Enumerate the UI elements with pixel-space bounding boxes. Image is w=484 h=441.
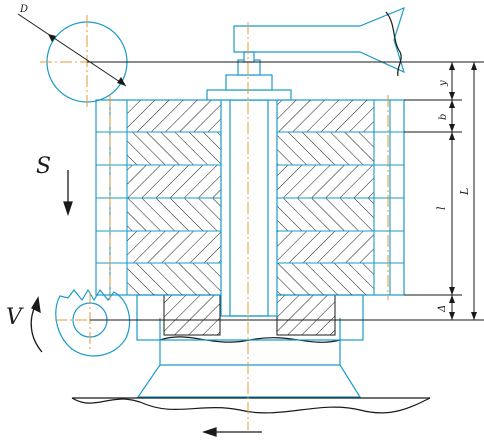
dimension-y-label: y [438,80,449,87]
dimension-lines [17,13,484,321]
table-motion-arrow [201,427,262,437]
rotation-arrow [30,296,43,353]
clamp-arm [233,6,405,77]
dimension-delta-label: Δ [437,305,448,313]
side-cutter [55,288,131,357]
feed-arrow [63,170,73,217]
machine-table [71,397,431,414]
clamping-stud [206,51,292,317]
cutter-diameter-label: D [19,4,28,15]
dimension-b-label: b [438,114,449,120]
dimension-arrows [48,34,477,320]
feed-label: S [36,154,51,179]
dimension-l-label: l [435,206,448,210]
dimension-L-label: L [458,188,471,196]
workpiece-stack [95,99,405,296]
rotation-label: V [6,305,24,330]
